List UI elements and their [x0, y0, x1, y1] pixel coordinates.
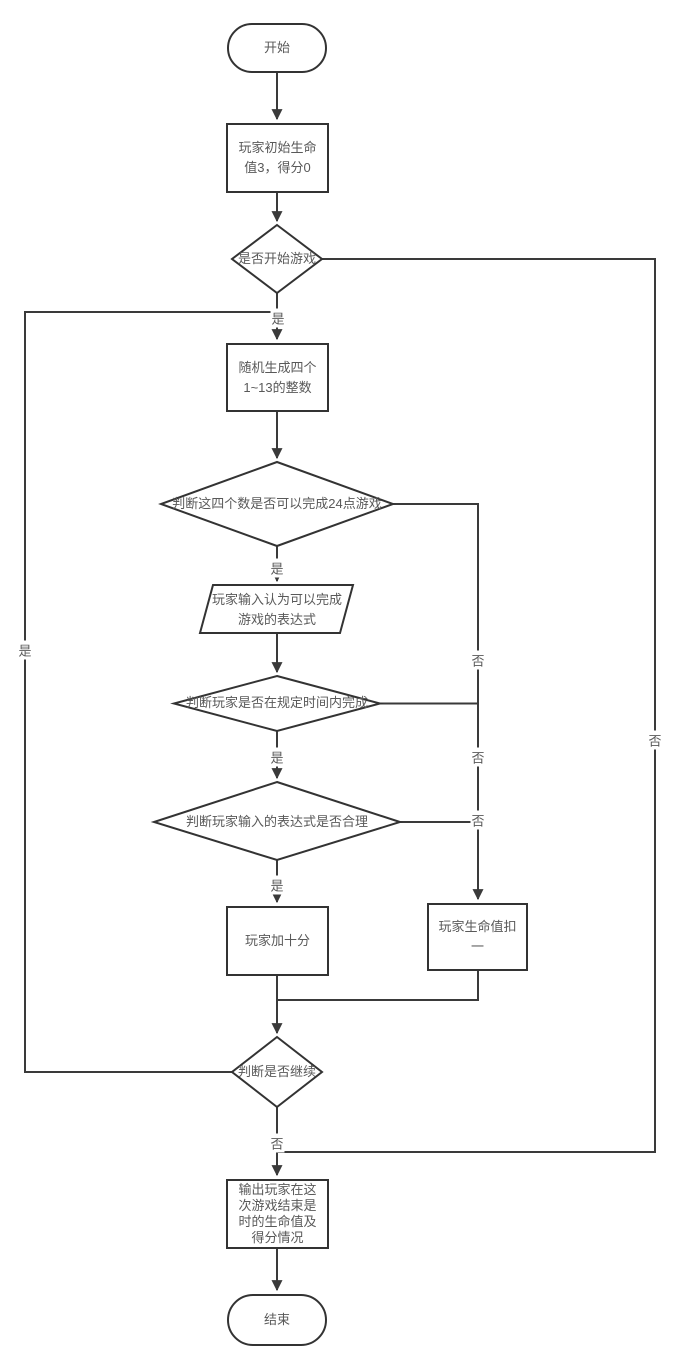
node-output-label: 输出玩家在这次游戏结束是时的生命值及得分情况	[238, 1182, 317, 1245]
node-check-24-label: 判断这四个数是否可以完成24点游戏	[172, 496, 382, 511]
edge-check24-no	[393, 503, 484, 901]
edge-label-no-check-expr: 否	[470, 810, 486, 830]
edge-label-yes-continue-loop: 是	[17, 640, 33, 660]
input-expr-shape	[198, 584, 355, 634]
node-add-score-label: 玩家加十分	[244, 933, 310, 948]
edge-loselife-merge	[278, 971, 479, 1001]
node-generate-label: 随机生成四个1~13的整数	[238, 359, 317, 395]
node-start-game[interactable]: 是否开始游戏	[235, 236, 319, 282]
node-input-expr[interactable]: 玩家输入认为可以完成游戏的表达式	[207, 589, 347, 631]
edge-label-no-continue: 否	[269, 1133, 285, 1153]
node-input-expr-label: 玩家输入认为可以完成游戏的表达式	[211, 592, 342, 627]
node-check-expr[interactable]: 判断玩家输入的表达式是否合理	[180, 811, 374, 833]
node-check-time[interactable]: 判断玩家是否在规定时间内完成	[180, 692, 374, 714]
edge-label-no-check-24: 否	[470, 650, 486, 670]
decision-start-game-shape	[230, 223, 324, 295]
edge-label-no-start-game: 否	[647, 730, 663, 750]
node-lose-life-label: 玩家生命值扣一	[438, 919, 517, 954]
node-check-time-label: 判断玩家是否在规定时间内完成	[185, 695, 368, 710]
node-init[interactable]: 玩家初始生命值3，得分0	[226, 123, 329, 193]
decision-check-time-shape	[170, 674, 384, 733]
node-end[interactable]: 结束	[227, 1294, 327, 1346]
edge-continue-yes-loop	[24, 311, 276, 1073]
node-init-label: 玩家初始生命值3，得分0	[238, 140, 317, 175]
decision-check-24-shape	[158, 460, 396, 548]
edge-label-no-check-time: 否	[470, 747, 486, 767]
node-lose-life[interactable]: 玩家生命值扣一	[427, 903, 528, 971]
node-start[interactable]: 开始	[227, 23, 327, 73]
decision-check-expr-shape	[150, 780, 404, 862]
node-generate[interactable]: 随机生成四个1~13的整数	[226, 343, 329, 412]
node-check-24[interactable]: 判断这四个数是否可以完成24点游戏	[166, 493, 388, 515]
node-start-label: 开始	[263, 40, 290, 55]
edge-label-yes-check-expr: 是	[269, 875, 285, 895]
node-check-expr-label: 判断玩家输入的表达式是否合理	[185, 814, 368, 829]
decision-continue-shape	[230, 1035, 324, 1109]
node-start-game-label: 是否开始游戏	[237, 251, 316, 266]
node-end-label: 结束	[263, 1312, 290, 1327]
node-output[interactable]: 输出玩家在这次游戏结束是时的生命值及得分情况	[226, 1179, 329, 1249]
edge-label-yes-start-game: 是	[270, 308, 286, 328]
node-add-score[interactable]: 玩家加十分	[226, 906, 329, 976]
node-continue-label: 判断是否继续	[237, 1064, 316, 1079]
edge-startgame-no	[278, 258, 656, 1153]
node-continue[interactable]: 判断是否继续	[235, 1050, 319, 1094]
edge-label-yes-check-24: 是	[269, 558, 285, 578]
edge-label-yes-check-time: 是	[269, 747, 285, 767]
